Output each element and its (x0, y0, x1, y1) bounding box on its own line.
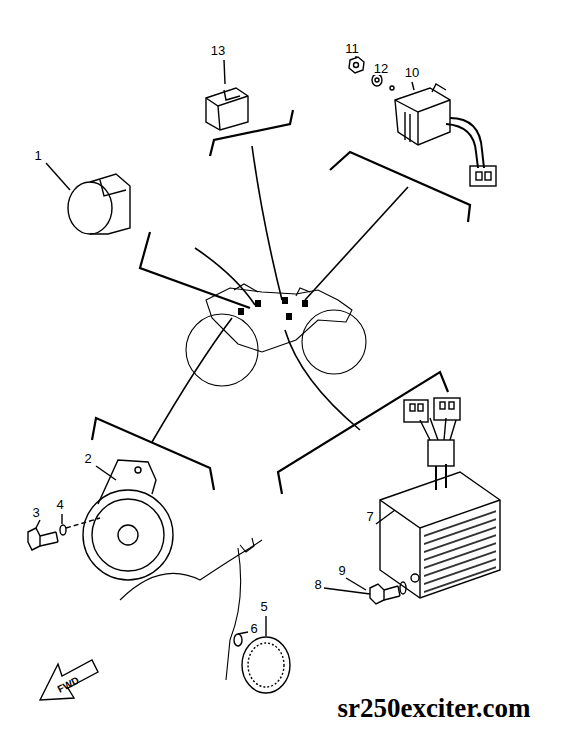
callout-number: 2 (83, 452, 92, 465)
callout-number: 4 (55, 498, 64, 511)
callout-number: 6 (249, 622, 258, 635)
callout-number: 13 (210, 44, 226, 57)
callout-number: 10 (404, 66, 420, 79)
callout-number: 3 (31, 506, 40, 519)
callout-number: 8 (313, 578, 322, 591)
callout-number: 12 (373, 62, 389, 75)
callout-number: 11 (344, 42, 360, 55)
callout-number: 7 (365, 510, 374, 523)
callout-number: 1 (33, 149, 42, 162)
watermark: sr250exciter.com (336, 695, 531, 722)
callout-number: 5 (259, 600, 268, 613)
callout-number: 9 (337, 564, 346, 577)
direction-label: FWD (55, 675, 82, 695)
